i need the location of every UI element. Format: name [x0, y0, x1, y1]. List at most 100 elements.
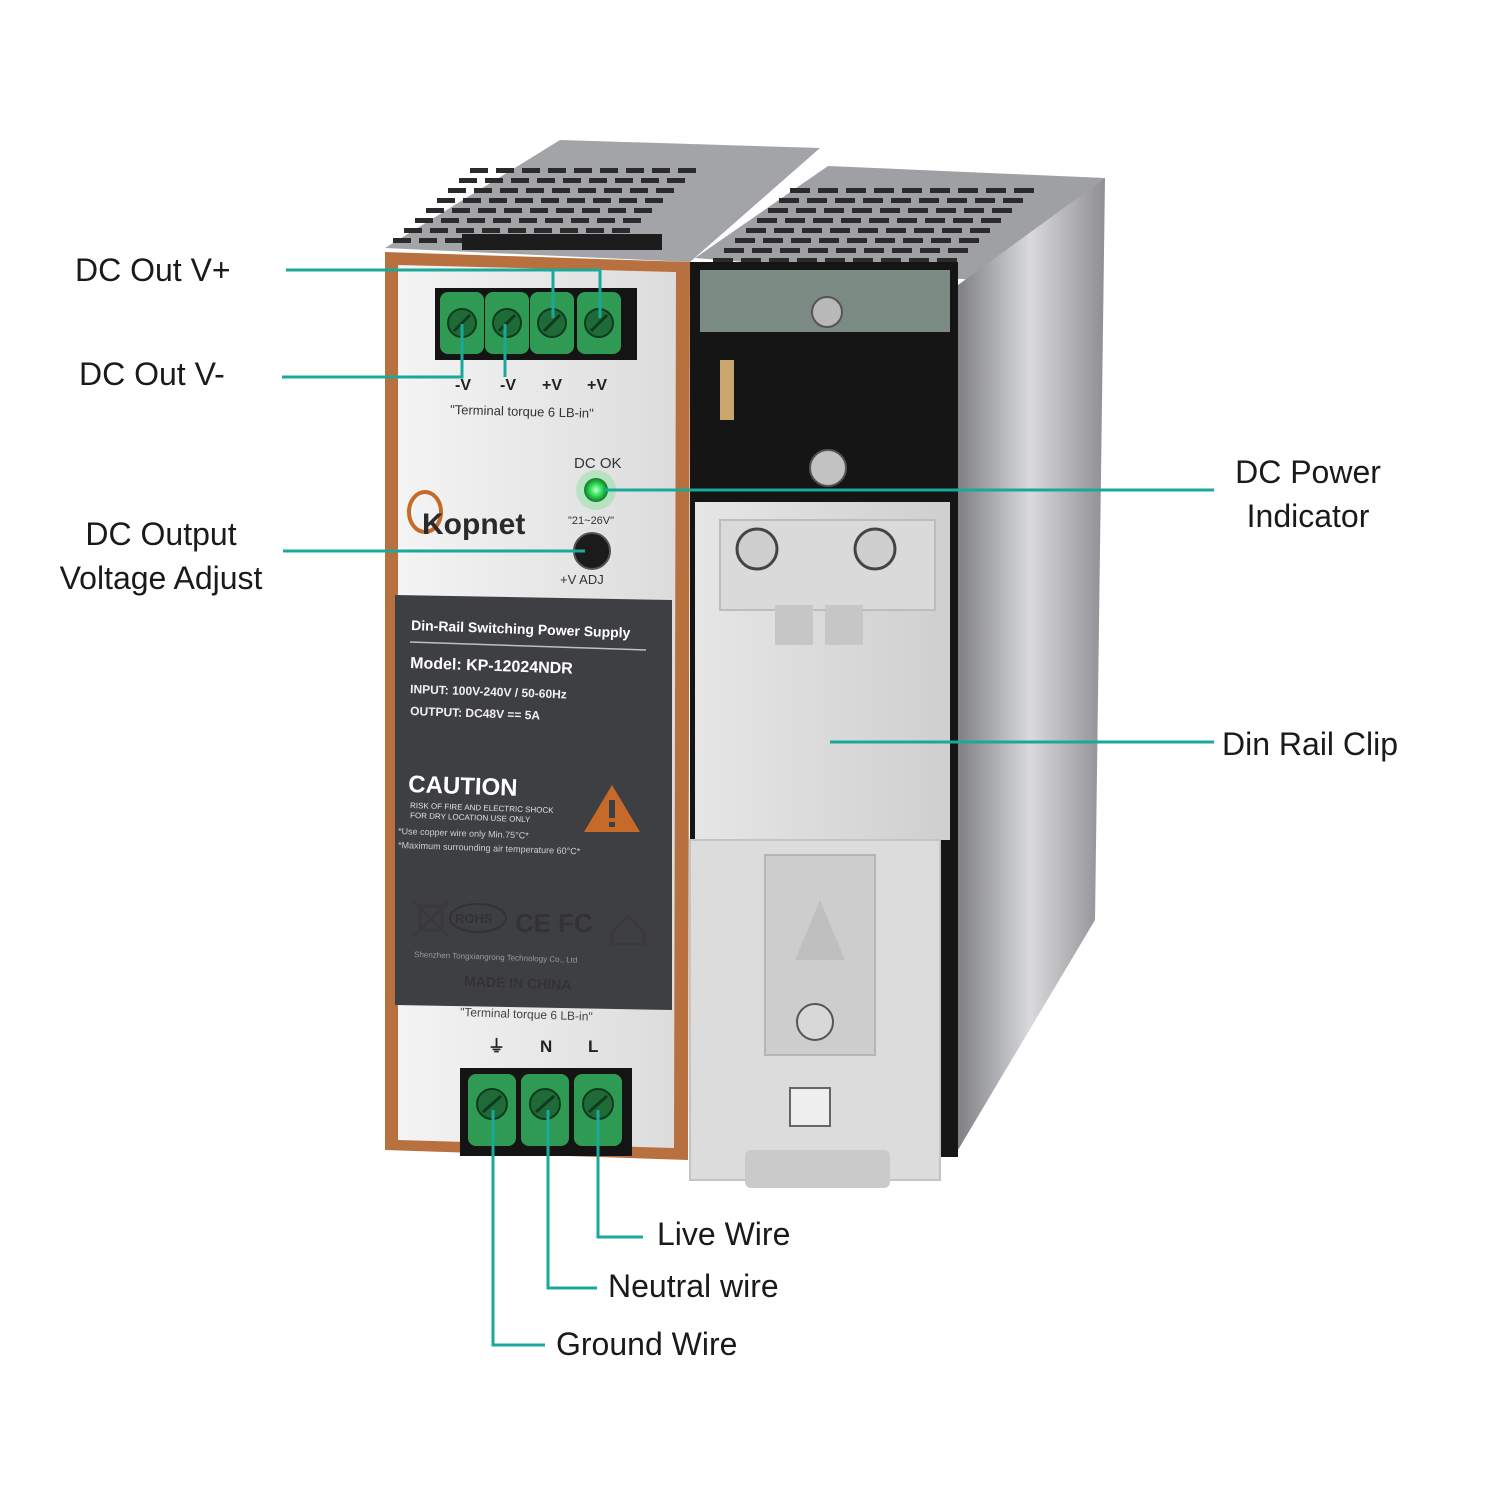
vent-slot — [948, 248, 968, 253]
front-unit-top-slot — [462, 234, 662, 250]
vent-slot — [582, 208, 600, 213]
vent-slot — [903, 238, 923, 243]
clip-bottom-lever — [745, 1150, 890, 1188]
indoor-use-icon — [610, 913, 646, 946]
vent-slot — [875, 238, 895, 243]
vent-slot — [986, 188, 1006, 193]
vent-slot — [652, 168, 670, 173]
dc-terminal-screw-slot — [542, 313, 562, 333]
vent-slot — [404, 228, 422, 233]
vent-slot — [958, 188, 978, 193]
vent-slot — [496, 168, 514, 173]
vent-slot — [656, 188, 674, 193]
vent-slot — [947, 198, 967, 203]
callout-dc-output-line1: DC Output — [85, 516, 237, 552]
voltage-range: "21~26V" — [568, 515, 614, 527]
vent-slot — [645, 198, 663, 203]
vent-slot — [796, 208, 816, 213]
vent-slot — [474, 188, 492, 193]
vent-slot — [519, 218, 537, 223]
vent-slot — [992, 208, 1012, 213]
second-unit-top-vents — [713, 188, 1034, 263]
vent-slot — [724, 248, 744, 253]
dc-terminal-label: +V — [587, 377, 607, 394]
vent-slot — [847, 238, 867, 243]
vent-slot — [623, 218, 641, 223]
callout-dc-output-line2: Voltage Adjust — [59, 560, 263, 596]
vent-slot — [511, 178, 529, 183]
output-rating: OUTPUT: DC48V == 5A — [410, 704, 541, 723]
dc-terminal-label: -V — [500, 377, 516, 394]
vent-slot — [556, 208, 574, 213]
vent-slot — [578, 188, 596, 193]
callout-live-wire: Live Wire — [657, 1216, 791, 1252]
vent-slot — [807, 198, 827, 203]
vent-slot — [763, 238, 783, 243]
vent-slot — [430, 228, 448, 233]
dc-output-terminal-block — [435, 288, 637, 360]
vent-slot — [908, 208, 928, 213]
input-rating: INPUT: 100V-240V / 50-60Hz — [410, 682, 567, 701]
vent-slot — [930, 188, 950, 193]
product-name-divider — [409, 641, 647, 651]
vent-slot — [902, 188, 922, 193]
note-line-1: *Use copper wire only Min.75°C* — [398, 826, 529, 841]
leader-line — [546, 1110, 597, 1290]
clip-arrow — [795, 900, 845, 960]
second-unit-latch — [720, 360, 734, 420]
vent-slot — [741, 258, 761, 263]
vent-slot — [586, 228, 604, 233]
vent-slot — [920, 248, 940, 253]
vent-slot — [526, 188, 544, 193]
dc-terminal-labels: -V -V +V +V — [455, 377, 607, 394]
rohs-badge-outline — [449, 903, 507, 933]
vent-slot — [574, 168, 592, 173]
vent-slot — [774, 228, 794, 233]
callout-neutral-wire: Neutral wire — [608, 1268, 779, 1304]
bottom-terminal-torque: "Terminal torque 6 LB-in" — [460, 1005, 593, 1024]
vent-slot — [919, 198, 939, 203]
vent-slot — [615, 178, 633, 183]
product-name: Din-Rail Switching Power Supply — [411, 617, 631, 641]
callout-dc-out-v-plus: DC Out V+ — [75, 252, 231, 288]
vent-slot — [841, 218, 861, 223]
vent-slot — [791, 238, 811, 243]
brand-name: Kopnet — [422, 508, 525, 541]
vent-slot — [846, 188, 866, 193]
vent-slot — [530, 208, 548, 213]
clip-tab-left — [775, 605, 813, 645]
second-unit-side-panel — [955, 178, 1105, 1155]
vent-slot — [630, 188, 648, 193]
dc-terminal-screw-slot — [497, 313, 517, 333]
vent-slot — [437, 198, 455, 203]
vent-slot — [593, 198, 611, 203]
vent-slot — [779, 198, 799, 203]
vent-slot — [836, 248, 856, 253]
vent-slot — [780, 248, 800, 253]
callout-dc-power-line1: DC Power — [1235, 454, 1381, 490]
vent-slot — [482, 228, 500, 233]
vent-slot — [970, 228, 990, 233]
vent-slot — [467, 218, 485, 223]
dc-terminal-label: +V — [542, 377, 562, 394]
ac-terminal-screw-slot — [588, 1094, 608, 1114]
vent-slot — [835, 198, 855, 203]
vent-slot — [478, 208, 496, 213]
vent-slot — [552, 188, 570, 193]
ac-terminal-label: L — [588, 1037, 598, 1056]
dc-terminal-label: -V — [455, 377, 471, 394]
certification-mark: FC — [558, 908, 593, 938]
vent-slot — [797, 258, 817, 263]
vent-slot — [735, 238, 755, 243]
vent-slot — [456, 228, 474, 233]
vent-slot — [678, 168, 696, 173]
model-number: Model: KP-12024NDR — [410, 655, 574, 678]
vent-slot — [819, 238, 839, 243]
vent-slot — [964, 208, 984, 213]
dc-ok-label: DC OK — [574, 455, 622, 472]
vent-slot — [515, 198, 533, 203]
vent-slot — [864, 248, 884, 253]
caution-line-2: FOR DRY LOCATION USE ONLY — [410, 811, 531, 824]
